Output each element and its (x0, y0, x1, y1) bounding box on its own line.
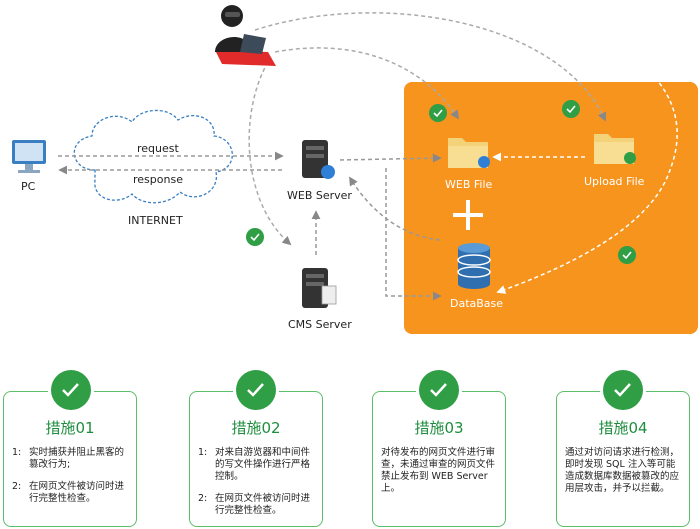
server-to-database-arrow (385, 168, 442, 301)
attack-curve-webfile (274, 47, 459, 120)
network-diagram (12, 0, 698, 334)
measure-card-02: 措施02 1: 对来自游览器和中间件的写文件操作进行严格控制。 2: 在网页文件… (189, 391, 323, 527)
web-server-label: WEB Server (287, 189, 352, 202)
internet-cloud (73, 109, 233, 204)
measure-paragraph: 通过对访问请求进行检测，即时发现 SQL 注入等可能造成数据库数据被篡改的应用层… (565, 447, 680, 494)
shield-icon (600, 367, 646, 413)
cms-server-label: CMS Server (288, 318, 352, 331)
shield-icon (618, 246, 636, 264)
measure-card-01: 措施01 1: 实时捕获并阻止黑客的篡改行为; 2: 在网页文件被访问时进行完整… (3, 391, 137, 527)
pc-label: PC (21, 180, 36, 193)
database-to-server-arrow (349, 176, 441, 241)
measure-title: 措施02 (231, 419, 281, 437)
attack-curve-database (239, 0, 678, 294)
hacker-icon (215, 5, 276, 66)
request-label: request (137, 142, 179, 155)
shield-icon (429, 104, 447, 122)
upload-file-folder-icon (594, 134, 636, 164)
attack-curve-uploadfile (254, 12, 607, 122)
web-server-icon (302, 140, 335, 179)
measure-list: 1: 实时捕获并阻止黑客的篡改行为; 2: 在网页文件被访问时进行完整性检查。 (12, 447, 130, 515)
web-file-label: WEB File (445, 178, 493, 191)
shield-icon (416, 367, 462, 413)
list-item: 1: 对来自游览器和中间件的写文件操作进行严格控制。 (198, 447, 311, 482)
cms-server-icon (302, 268, 337, 308)
attack-curve-cms (248, 61, 292, 246)
database-icon (457, 243, 491, 289)
protected-zone-panel (404, 82, 698, 334)
list-item: 2: 在网页文件被访问时进行完整性检查。 (12, 481, 125, 504)
database-label: DataBase (450, 297, 504, 310)
measure-card-04: 措施04 通过对访问请求进行检测，即时发现 SQL 注入等可能造成数据库数据被篡… (556, 391, 690, 527)
measure-paragraph: 对待发布的网页文件进行审查，未通过审查的网页文件禁止发布到 WEB Server… (381, 447, 496, 494)
list-item: 2: 在网页文件被访问时进行完整性检查。 (198, 493, 311, 516)
shield-icon (233, 367, 279, 413)
shield-icon (562, 100, 580, 118)
server-to-webfile-arrow (339, 153, 442, 163)
measure-title: 措施01 (45, 419, 95, 437)
measure-list: 1: 对来自游览器和中间件的写文件操作进行严格控制。 2: 在网页文件被访问时进… (198, 447, 316, 527)
response-label: response (133, 173, 183, 186)
internet-label: INTERNET (128, 214, 183, 227)
measure-card-03: 措施03 对待发布的网页文件进行审查，未通过审查的网页文件禁止发布到 WEB S… (372, 391, 506, 527)
measure-title: 措施03 (414, 419, 464, 437)
shield-icon (48, 367, 94, 413)
pc-icon (12, 140, 46, 173)
web-file-folder-icon (448, 138, 490, 168)
shield-icon (246, 228, 264, 246)
measure-title: 措施04 (598, 419, 648, 437)
list-item: 1: 实时捕获并阻止黑客的篡改行为; (12, 447, 125, 470)
upload-file-label: Upload File (584, 175, 645, 188)
